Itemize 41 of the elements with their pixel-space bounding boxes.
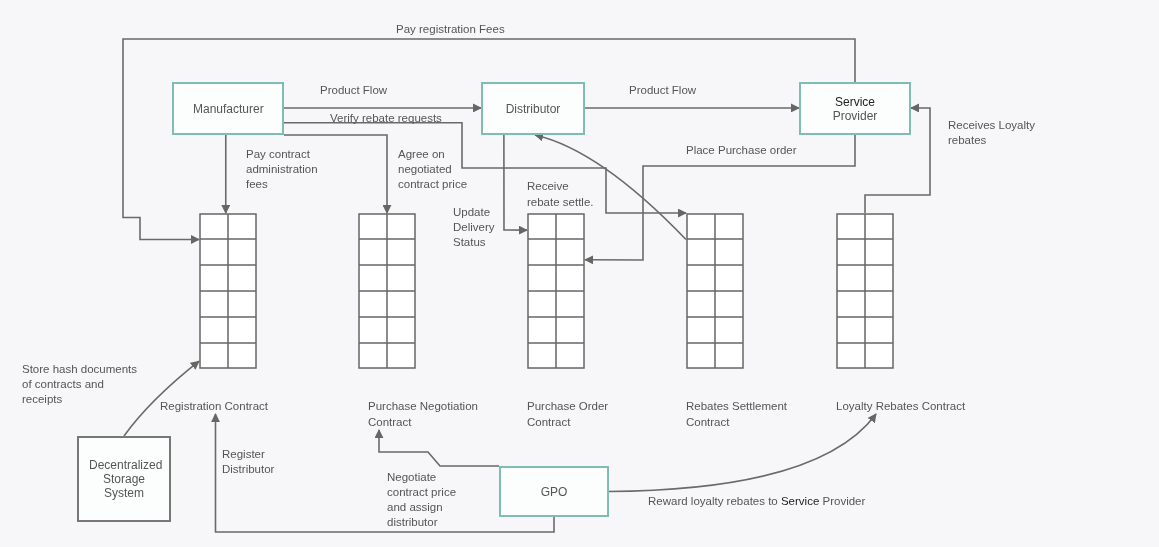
arrow bbox=[211, 413, 555, 533]
arrow bbox=[283, 122, 687, 218]
edge-label: Store hash documents of contracts and receipts bbox=[22, 362, 139, 407]
box-label: Distributor bbox=[505, 101, 561, 116]
box-label: Manufacturer bbox=[193, 101, 263, 116]
edge-label: Negotiate contract price and assign distributor bbox=[387, 470, 458, 530]
arrow bbox=[123, 360, 200, 437]
edge-label: Receive rebate settle. bbox=[527, 179, 595, 210]
contract-label: Purchase Negotiation Contract bbox=[368, 399, 479, 430]
contract-label: Loyalty Rebates Contract bbox=[836, 399, 966, 414]
edge-label: Pay contract administration fees bbox=[246, 147, 319, 192]
edge-label: Product Flow bbox=[320, 83, 388, 98]
edge-label: Verify rebate requests bbox=[330, 111, 442, 126]
edge-label: Place Purchase order bbox=[686, 143, 797, 158]
arrow bbox=[221, 134, 231, 214]
edge-label: Reward loyalty rebates to Service Provider bbox=[648, 494, 866, 509]
arrow bbox=[374, 429, 500, 467]
arrow bbox=[584, 134, 856, 265]
arrow bbox=[122, 38, 856, 244]
arrow bbox=[864, 103, 931, 214]
entity-box bbox=[481, 82, 585, 135]
arrow bbox=[503, 134, 528, 235]
edge-label: Register Distributor bbox=[222, 447, 276, 477]
edge-label: Receives Loyalty rebates bbox=[948, 118, 1036, 148]
box-label: Service Provider bbox=[831, 94, 879, 123]
entity-box bbox=[172, 82, 284, 135]
arrow bbox=[283, 103, 482, 113]
contract-label: Registration Contract bbox=[160, 399, 269, 414]
edge-label: Update Delivery Status bbox=[453, 205, 496, 250]
box-label: GPO bbox=[540, 484, 568, 499]
edge-label: Agree on negotiated contract price bbox=[398, 147, 469, 192]
arrow bbox=[283, 134, 392, 214]
contract-label: Rebates Settlement Contract bbox=[686, 399, 788, 430]
entity-box bbox=[77, 436, 171, 522]
arrow bbox=[608, 413, 877, 493]
entity-box bbox=[499, 466, 609, 517]
arrow bbox=[584, 103, 800, 113]
edge-label: Product Flow bbox=[629, 83, 697, 98]
contract-label: Purchase Order Contract bbox=[527, 399, 610, 430]
edge-label: Pay registration Fees bbox=[396, 22, 505, 37]
entity-box bbox=[799, 82, 911, 135]
